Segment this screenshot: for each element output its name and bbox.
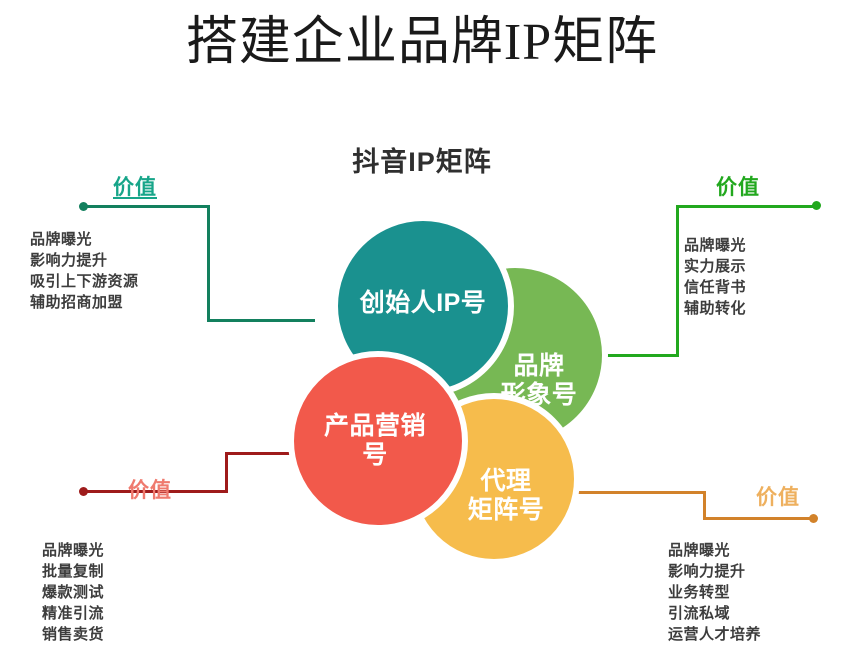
annotation-item: 运营人才培养 xyxy=(668,626,762,643)
annotation-list-bottom-left: 品牌曝光批量复制爆款测试精准引流销售卖货 xyxy=(42,540,104,645)
annotation-item: 销售卖货 xyxy=(42,626,105,643)
annotation-item: 影响力提升 xyxy=(668,563,746,580)
connector-bottom-left-horizontal-lower xyxy=(86,490,228,493)
connector-top-right-endpoint-dot xyxy=(812,201,821,210)
connector-bottom-right-vertical xyxy=(703,491,706,520)
connector-bottom-right-horizontal-lower xyxy=(703,517,813,520)
venn-circle-agent-matrix-label: 代理 矩阵号 xyxy=(467,467,545,524)
annotation-list-bottom-right: 品牌曝光影响力提升业务转型引流私域运营人才培养 xyxy=(668,540,761,645)
annotation-item: 批量复制 xyxy=(42,563,105,580)
annotation-item: 辅助转化 xyxy=(684,300,747,317)
value-label-top-left: 价值 xyxy=(113,176,157,199)
connector-top-left-horizontal-upper xyxy=(86,205,210,208)
value-label-bottom-right: 价值 xyxy=(756,486,800,509)
annotation-item: 实力展示 xyxy=(684,258,747,275)
venn-diagram: 创始人IP号 品牌 形象号 产品营销 号 代理 矩阵号 xyxy=(270,215,608,565)
annotation-item: 影响力提升 xyxy=(30,252,108,269)
annotation-item: 品牌曝光 xyxy=(30,231,93,248)
annotation-list-top-right: 品牌曝光实力展示信任背书辅助转化 xyxy=(684,235,746,319)
connector-top-left-horizontal-lower xyxy=(207,319,315,322)
annotation-item: 爆款测试 xyxy=(42,584,105,601)
annotation-list-top-left: 品牌曝光影响力提升吸引上下游资源辅助招商加盟 xyxy=(30,229,139,313)
venn-circle-product-marketing[interactable]: 产品营销 号 xyxy=(288,351,468,531)
connector-bottom-right-horizontal-upper xyxy=(562,491,706,494)
venn-circle-brand-image-label: 品牌 形象号 xyxy=(500,352,578,409)
value-label-top-right: 价值 xyxy=(716,176,760,199)
connector-bottom-left-horizontal-upper xyxy=(225,452,293,455)
annotation-item: 品牌曝光 xyxy=(684,237,747,254)
annotation-item: 辅助招商加盟 xyxy=(30,294,124,311)
value-label-bottom-left: 价值 xyxy=(128,479,172,502)
connector-bottom-right-endpoint-dot xyxy=(809,514,818,523)
chart-subtitle: 抖音IP矩阵 xyxy=(352,147,492,177)
connector-top-right-vertical xyxy=(676,205,679,357)
annotation-item: 吸引上下游资源 xyxy=(30,273,139,290)
annotation-item: 精准引流 xyxy=(42,605,105,622)
connector-top-left-vertical xyxy=(207,205,210,322)
annotation-item: 品牌曝光 xyxy=(668,542,731,559)
connector-top-right-horizontal-upper xyxy=(676,205,818,208)
annotation-item: 业务转型 xyxy=(668,584,731,601)
venn-circle-founder-ip-label: 创始人IP号 xyxy=(359,288,487,317)
connector-bottom-left-endpoint-dot xyxy=(79,487,88,496)
annotation-item: 品牌曝光 xyxy=(42,542,105,559)
page-title: 搭建企业品牌IP矩阵 xyxy=(185,14,659,71)
annotation-item: 信任背书 xyxy=(684,279,747,296)
annotation-item: 引流私域 xyxy=(668,605,731,622)
venn-circle-product-marketing-label: 产品营销 号 xyxy=(323,412,426,469)
connector-top-right-horizontal-lower xyxy=(578,354,679,357)
connector-bottom-left-vertical xyxy=(225,452,228,493)
connector-top-left-endpoint-dot xyxy=(79,202,88,211)
